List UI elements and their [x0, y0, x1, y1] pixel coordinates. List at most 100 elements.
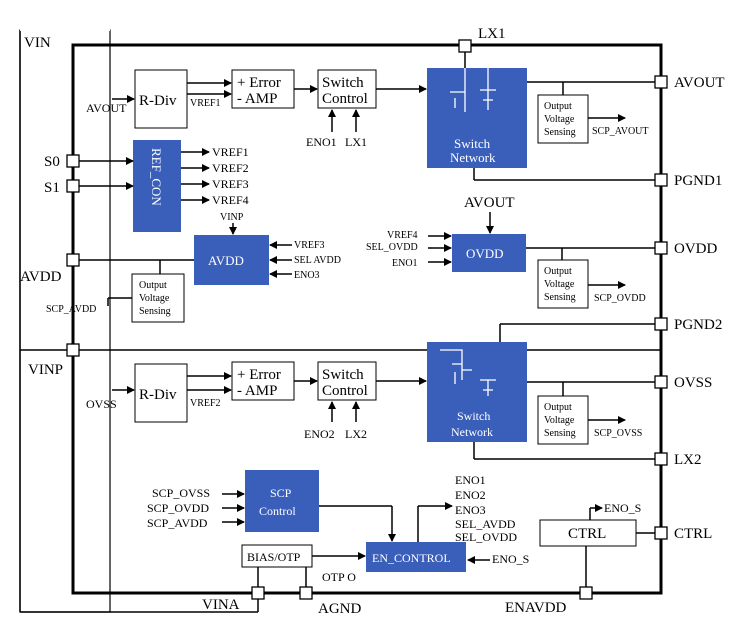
scp-control-l1: SCP [270, 486, 292, 500]
pin-label-pgnd1: PGND1 [674, 173, 722, 189]
signal-vref1-a: VREF1 [190, 98, 221, 109]
signal-scp-ovdd-in: SCP_OVDD [147, 501, 209, 515]
signal-sel-ovdd-b: SEL_OVDD [455, 530, 517, 544]
bias-otp-label: BIAS/OTP [247, 550, 301, 564]
signal-sel-avdd-a: SEL AVDD [294, 255, 341, 266]
signal-eno1-o: ENO1 [392, 258, 418, 269]
signal-avout-ovdd: AVOUT [464, 195, 515, 211]
signal-vref3-r: VREF3 [212, 177, 249, 191]
signal-sel-avdd-b: SEL_AVDD [455, 517, 516, 531]
error-amp-1-plus: + Error [237, 75, 281, 91]
switch-control-2-l2: Control [322, 383, 368, 399]
signal-vinp-a: VINP [220, 212, 244, 223]
ref-con-block [133, 140, 181, 232]
pin-pgnd2 [654, 317, 668, 331]
error-amp-1 [231, 69, 295, 109]
signal-scp-avout: SCP_AVOUT [592, 126, 649, 137]
ovso-l3: Sensing [544, 292, 576, 303]
pin-label-lx1: LX1 [478, 26, 506, 42]
rdiv-block-1 [134, 69, 188, 129]
output-voltage-sensing-ovdd [537, 259, 589, 309]
ctrl-block-label: CTRL [568, 526, 606, 542]
switch-control-1-l2: Control [322, 91, 368, 107]
switch-network-1-l2: Network [450, 150, 496, 165]
pin-label-pgnd2: PGND2 [674, 317, 722, 333]
switch-network-2 [427, 342, 527, 442]
signal-eno1-b: ENO1 [455, 473, 486, 487]
pin-label-lx2: LX2 [674, 452, 702, 468]
signal-eno-s-ctrl: ENO_S [604, 501, 641, 515]
signal-eno-s-b: ENO_S [492, 552, 529, 566]
signal-vref2-a: VREF2 [190, 398, 221, 409]
signal-avout-in: AVOUT [86, 101, 127, 115]
output-voltage-sensing-1 [537, 94, 589, 144]
pin-label-enavdd: ENAVDD [505, 600, 567, 616]
pin-label-ctrl: CTRL [674, 526, 712, 542]
ovs1-l1: Output [544, 101, 572, 112]
signal-scp-ovdd-a: SCP_OVDD [594, 293, 646, 304]
signal-scp-avdd-a: SCP_AVDD [46, 304, 96, 315]
switch-control-1-l1: Switch [322, 75, 364, 91]
pin-label-agnd: AGND [318, 601, 361, 617]
pin-label-vinp: VINP [28, 362, 63, 378]
switch-network-1-l1: Switch [454, 136, 491, 151]
signal-lx2-a: LX2 [345, 427, 367, 441]
pin-ctrl [654, 526, 668, 540]
ovso-l2: Voltage [544, 279, 575, 290]
signal-vref2-r: VREF2 [212, 161, 249, 175]
pin-s1 [66, 179, 80, 193]
avdd-block [194, 235, 269, 285]
error-amp-2-minus: - AMP [237, 383, 277, 399]
ovss-l3: Sensing [544, 428, 576, 439]
pin-ovdd [654, 241, 668, 255]
pin-label-ovdd: OVDD [674, 241, 717, 257]
ovdd-block [452, 234, 526, 272]
switch-control-2-l1: Switch [322, 367, 364, 383]
pin-pgnd1 [654, 173, 668, 187]
rdiv-label-1: R-Div [139, 93, 177, 109]
signal-scp-ovss-a: SCP_OVSS [594, 428, 642, 439]
pin-label-vin: VIN [24, 35, 51, 51]
ovss-l2: Voltage [544, 415, 575, 426]
pin-label-s0: S0 [44, 154, 60, 170]
signal-ovss-in: OVSS [86, 397, 117, 411]
signal-eno1-a: ENO1 [306, 135, 337, 149]
signal-vref3-a: VREF3 [294, 240, 325, 251]
pin-label-avdd: AVDD [20, 269, 62, 285]
en-control-label: EN_CONTROL [372, 551, 451, 565]
outer-frame [19, 29, 111, 613]
signal-lx1-a: LX1 [345, 135, 367, 149]
signal-eno2-b: ENO2 [455, 488, 486, 502]
rdiv-block-2 [134, 363, 188, 423]
ctrl-block [539, 519, 637, 547]
signal-vref4-r: VREF4 [212, 193, 249, 207]
pin-label-avout: AVOUT [674, 75, 725, 91]
pin-avout [654, 75, 668, 89]
pin-label-vina: VINA [202, 597, 240, 613]
pin-agnd [299, 586, 313, 600]
error-amp-2 [231, 361, 295, 401]
error-amp-1-minus: - AMP [237, 91, 277, 107]
pin-lx2 [654, 452, 668, 466]
ovsa-l3: Sensing [139, 306, 171, 317]
pin-vinp [66, 343, 80, 357]
ovsa-l2: Voltage [139, 293, 170, 304]
error-amp-2-plus: + Error [237, 367, 281, 383]
output-voltage-sensing-avdd [131, 273, 185, 323]
ovss-l1: Output [544, 402, 572, 413]
ref-con-label: REF_CON [149, 148, 164, 206]
switch-network-2-l1: Switch [457, 409, 490, 423]
pin-s0 [66, 154, 80, 168]
switch-network-1 [427, 68, 527, 168]
switch-control-2 [317, 361, 377, 401]
pin-enavdd [579, 586, 593, 600]
ovs1-l3: Sensing [544, 127, 576, 138]
pin-label-s1: S1 [44, 180, 60, 196]
ovdd-block-label: OVDD [466, 246, 504, 261]
signal-scp-ovss-in: SCP_OVSS [152, 486, 210, 500]
ovso-l1: Output [544, 266, 572, 277]
scp-control-block [245, 470, 319, 532]
switch-control-1 [317, 69, 377, 109]
signal-eno3-a: ENO3 [294, 270, 320, 281]
